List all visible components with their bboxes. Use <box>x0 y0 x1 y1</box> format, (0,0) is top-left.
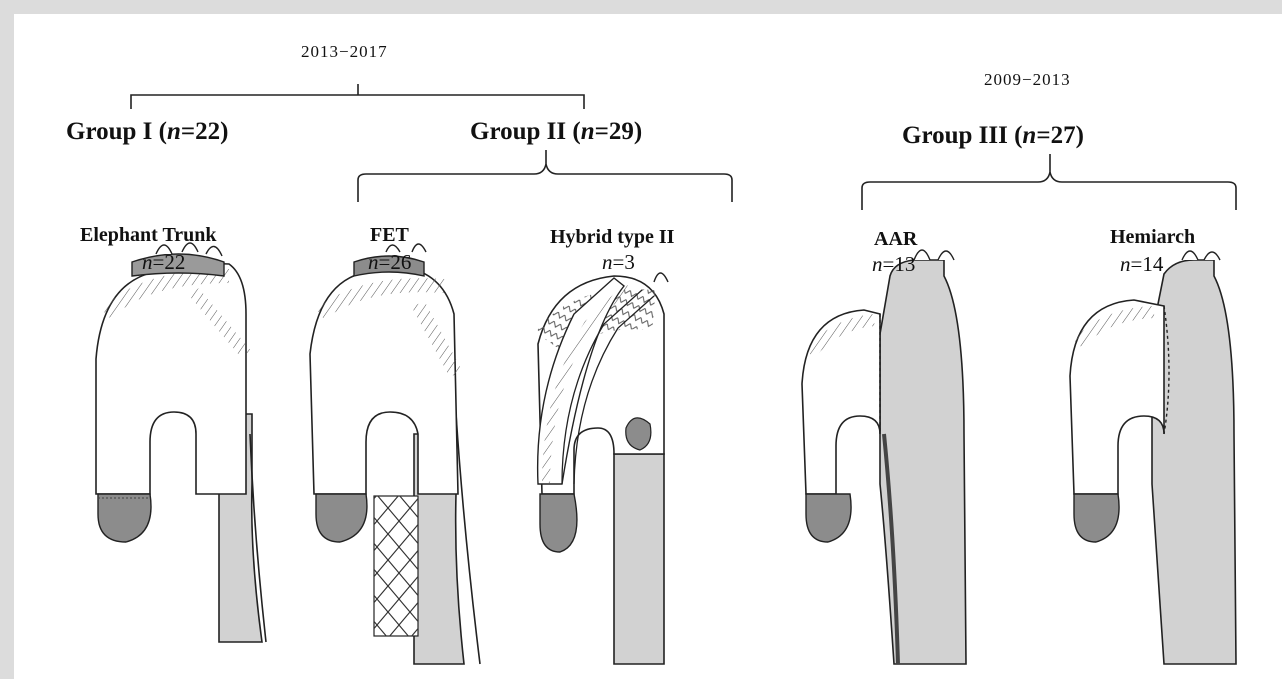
procedure-count-n-value: =3 <box>613 250 635 274</box>
procedure-name-elephant-trunk: Elephant Trunk <box>80 224 217 247</box>
procedure-count-n-label: n <box>872 252 883 276</box>
group-ii-n-label: n <box>581 118 595 145</box>
group-i-n-value: =22) <box>181 118 229 145</box>
elephant-trunk-aorta-illustration <box>96 243 266 642</box>
group-i-label: Group I (n=22) <box>66 118 228 146</box>
figure-drawing <box>14 14 1282 679</box>
group-ii-label: Group II (n=29) <box>470 118 642 146</box>
aar-aorta-illustration <box>802 250 966 664</box>
hemiarch-aorta-illustration <box>1070 251 1236 664</box>
procedure-count-n-label: n <box>142 250 153 274</box>
procedure-count-n-value: =26 <box>379 250 412 274</box>
group-iii-n-label: n <box>1022 122 1036 149</box>
group-ii-n-value: =29) <box>595 118 643 145</box>
procedure-count-n-label: n <box>602 250 613 274</box>
group-ii-prefix: Group II ( <box>470 118 581 145</box>
procedure-name-fet: FET <box>370 224 409 247</box>
procedure-count-n-label: n <box>368 250 379 274</box>
group-iii-prefix: Group III ( <box>902 122 1022 149</box>
procedure-name-hemiarch: Hemiarch <box>1110 226 1195 249</box>
bracket-2013-2017 <box>131 84 584 109</box>
figure-panel: 2013−2017 2009−2013 Group I (n=22) Group… <box>14 14 1282 679</box>
procedure-count-n-value: =14 <box>1131 252 1164 276</box>
group-i-prefix: Group I ( <box>66 118 167 145</box>
procedure-count-aar: n=13 <box>872 252 915 277</box>
bracket-group-iii <box>862 154 1236 210</box>
procedure-name-aar: AAR <box>874 228 917 251</box>
group-i-n-label: n <box>167 118 181 145</box>
procedure-count-n-value: =13 <box>883 252 916 276</box>
hybrid-type-ii-aorta-illustration <box>538 273 668 664</box>
group-iii-label: Group III (n=27) <box>902 122 1084 150</box>
procedure-count-hemiarch: n=14 <box>1120 252 1163 277</box>
fet-aorta-illustration <box>310 244 480 664</box>
procedure-name-hybrid-type-ii: Hybrid type II <box>550 226 674 249</box>
procedure-count-n-label: n <box>1120 252 1131 276</box>
bracket-group-ii <box>358 150 732 202</box>
procedure-count-hybrid-type-ii: n=3 <box>602 250 635 275</box>
procedure-count-elephant-trunk: n=22 <box>142 250 185 275</box>
group-iii-n-value: =27) <box>1036 122 1084 149</box>
procedure-count-fet: n=26 <box>368 250 411 275</box>
period-label-2013-2017: 2013−2017 <box>301 42 388 62</box>
period-label-2009-2013: 2009−2013 <box>984 70 1071 90</box>
procedure-count-n-value: =22 <box>153 250 186 274</box>
